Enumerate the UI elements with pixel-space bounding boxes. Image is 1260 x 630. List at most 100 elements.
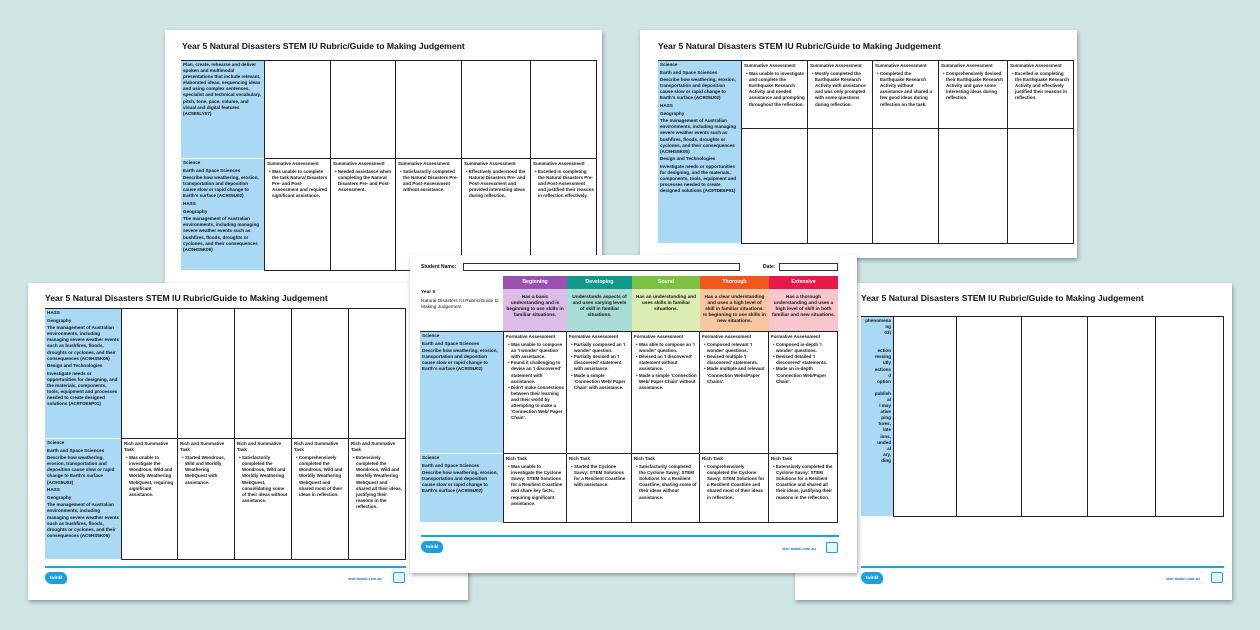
- label-line: Plan, create, rehearse and deliver spoke…: [183, 62, 262, 116]
- label-line: Describe how weathering, erosion, transp…: [422, 348, 498, 372]
- rubric-cell: Summative Assessment• Needed assistance …: [331, 159, 396, 271]
- cell-bullet: • Devised detailed 'I discovered' statem…: [773, 354, 828, 366]
- cell-bullet: • Was unable to compose an 'I wonder' qu…: [508, 342, 563, 360]
- label-line: publish: [874, 390, 891, 396]
- rubric-cell: [1088, 317, 1156, 517]
- cell-heading: Formative Assessment: [634, 334, 684, 339]
- level-description: Understands aspects of and uses varying …: [567, 289, 632, 331]
- cell-bullet: • Devised an 'I discovered' statement wi…: [636, 354, 693, 372]
- cell-bullet: • Satisfactorily completed the Wondrous,…: [239, 455, 288, 503]
- cell-bullet: • Found it challenging to devise an 'I d…: [508, 360, 562, 384]
- student-name-input[interactable]: [463, 263, 740, 271]
- rubric-page-top-right: Year 5 Natural Disasters STEM IU Rubric/…: [640, 30, 1077, 258]
- twinkl-logo: twinkl: [45, 572, 67, 584]
- rubric-cell: Rich Task• Was unable to investigate the…: [503, 454, 567, 523]
- cell-bullet: • Was able to compose an 'I wonder' ques…: [636, 342, 695, 354]
- label-line: Science: [422, 455, 440, 460]
- label-line: ressing: [874, 354, 891, 360]
- visit-link[interactable]: visit twinkl.com.au: [348, 577, 382, 581]
- page-title: Year 5 Natural Disasters STEM IU Rubric/…: [182, 41, 465, 51]
- rubric-cell: [462, 61, 531, 159]
- rubric-cell: [741, 129, 808, 244]
- page-title: Year 5 Natural Disasters STEM IU Rubric/…: [861, 293, 1144, 303]
- cell-bullet: • Satisfactorily completed the Cyclone S…: [636, 464, 697, 500]
- label-line: HASS: [660, 103, 673, 109]
- visit-link[interactable]: visit twinkl.com.au: [782, 547, 816, 551]
- cell-bullet: • Made a simple 'Connection Web/ Paper C…: [636, 372, 697, 390]
- visit-link[interactable]: visit twinkl.com.au: [1166, 577, 1200, 581]
- date-input[interactable]: [779, 263, 838, 271]
- level-description: Has a basic understanding and is beginni…: [503, 289, 567, 331]
- rubric-page-top-left: Year 5 Natural Disasters STEM IU Rubric/…: [165, 30, 602, 290]
- cell-bullet: • Excelled in completing the Earthquake …: [1012, 71, 1070, 101]
- cell-bullet: • Devised multiple 'I discovered' statem…: [704, 354, 759, 366]
- label-line: Describe how weathering, erosion, transp…: [183, 175, 259, 199]
- page-title: Year 5 Natural Disasters STEM IU Rubric/…: [45, 293, 328, 303]
- label-line: Investigate needs or opportunities for d…: [660, 163, 737, 194]
- cell-heading: Rich and Summative Task: [237, 441, 282, 453]
- label-line: phenomena: [865, 318, 891, 323]
- rubric-page-bottom-left: Year 5 Natural Disasters STEM IU Rubric/…: [28, 283, 468, 600]
- rubric-cell: Summative Assessment• Comprehensively de…: [939, 61, 1008, 129]
- cell-heading: Rich Task: [506, 456, 527, 461]
- cell-bullet: • Effectively understood the Natural Dis…: [466, 169, 526, 199]
- rubric-cell: [331, 61, 396, 159]
- cell-heading: Formative Assessment: [506, 334, 556, 339]
- rubric-cell: Rich and Summative Task• Comprehensively…: [292, 439, 349, 560]
- student-name-label: Student Name:: [421, 264, 457, 270]
- label-line: Design and Technologies: [47, 363, 103, 369]
- cell-bullet: • Was unable to investigate and complete…: [746, 71, 805, 107]
- label-line: HASS: [183, 201, 196, 207]
- label-line: The management of Australian environment…: [183, 216, 260, 252]
- cell-bullet: • Comprehensively completed the Wondrous…: [296, 455, 343, 497]
- label-line: Describe how weathering, erosion, transp…: [660, 77, 736, 101]
- cell-heading: Rich Task: [569, 456, 590, 461]
- label-line: Science: [660, 62, 678, 67]
- cell-heading: Formative Assessment: [569, 334, 619, 339]
- cell-bullet: • Composed relevant 'I wonder' questions…: [704, 342, 753, 354]
- label-line: tures,: [878, 421, 891, 427]
- rubric-cell: Rich and Summative Task• Started Wondrou…: [178, 439, 235, 560]
- cell-heading: Rich Task: [634, 456, 655, 461]
- cell-heading: Rich and Summative Task: [124, 441, 169, 453]
- rubric-page-bottom-right: Year 5 Natural Disasters STEM IU Rubric/…: [795, 283, 1232, 600]
- cell-heading: Formative Assessment: [771, 334, 821, 339]
- twinkl-logo: twinkl: [861, 572, 883, 584]
- label-line: unded: [877, 439, 891, 445]
- label-line: Describe how weathering, erosion, transp…: [47, 455, 115, 485]
- cell-bullet: • Made an in-depth 'Connection Web/Paper…: [773, 366, 827, 384]
- cell-bullet: • Made multiple and relevant 'Connection…: [704, 366, 765, 384]
- cell-bullet: • Started Wondrous, Wild and Worldly Wea…: [182, 455, 225, 485]
- label-line: The management of Australian environment…: [47, 325, 120, 361]
- rubric-cell: Formative Assessment • Was unable to comp…: [503, 332, 567, 454]
- cell-bullet: • Was unable to investigate the Wondrous…: [126, 455, 174, 497]
- label-line: ection: [877, 348, 891, 354]
- label-line: ping: [881, 415, 891, 421]
- rubric-cell: Summative Assessment• Was unable to comp…: [264, 159, 331, 271]
- rubric-cell: [396, 61, 462, 159]
- level-name: Extensive: [769, 276, 838, 289]
- label-line: The management of Australian environment…: [660, 118, 737, 154]
- cell-heading: Formative Assessment: [702, 334, 752, 339]
- cell-heading: Summative Assessment: [267, 161, 319, 166]
- rubric-cell: [349, 309, 406, 439]
- label-line: The management of Australian environment…: [47, 502, 120, 538]
- cell-heading: Rich Task: [702, 456, 723, 461]
- cell-bullet: • Comprehensively devised their Earthqua…: [943, 71, 1004, 101]
- cell-heading: Summative Assessment: [875, 63, 927, 68]
- cell-heading: Rich and Summative Task: [351, 441, 396, 453]
- label-line: d: [888, 372, 891, 378]
- level-description: Has an understanding and uses skills in …: [632, 289, 700, 331]
- cell-heading: Summative Assessment: [1010, 63, 1062, 68]
- label-line: Geography: [47, 494, 72, 500]
- label-line: Earth and Space Sciences: [422, 340, 480, 346]
